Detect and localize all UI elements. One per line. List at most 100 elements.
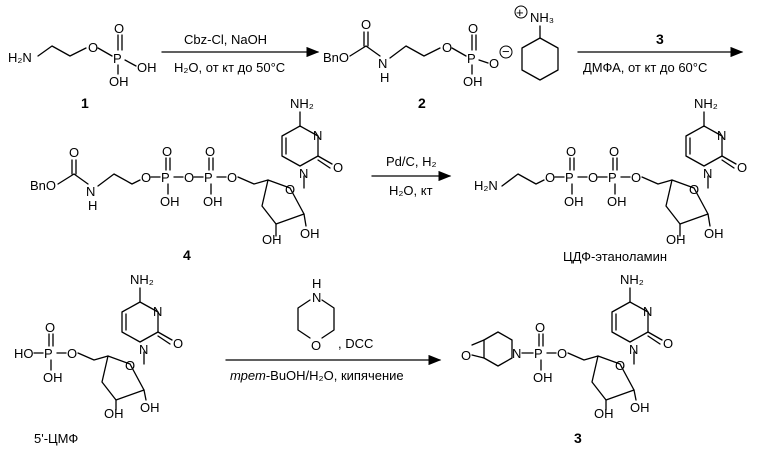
atom-label: NH₂ bbox=[290, 96, 314, 111]
atom-label: OH bbox=[137, 60, 157, 75]
compound-4-structure: BnO O N H O P O OH O P O OH O O OH OH N bbox=[30, 96, 343, 247]
arrow-1: Cbz-Cl, NaOH H₂O, от кт до 50°C bbox=[162, 32, 318, 75]
atom-label: OH bbox=[160, 194, 180, 209]
atom-label: OH bbox=[666, 232, 686, 247]
atom-label: H₂N bbox=[8, 50, 32, 65]
atom-label: P bbox=[113, 51, 122, 66]
atom-label: P bbox=[467, 51, 476, 66]
cdp-ethanolamine-caption: ЦДФ-этаноламин bbox=[563, 249, 667, 264]
atom-label: O bbox=[468, 21, 478, 36]
atom-label: OH bbox=[564, 194, 584, 209]
compound-2-structure: BnO O N H O P O O − OH + NH₃ bbox=[323, 5, 558, 89]
arrow-3-reagents: Pd/C, H₂ bbox=[386, 154, 437, 169]
atom-label: O bbox=[615, 358, 625, 373]
atom-label: N bbox=[629, 342, 638, 357]
atom-label: O bbox=[609, 144, 619, 159]
atom-label: P bbox=[204, 170, 213, 185]
atom-label: P bbox=[161, 170, 170, 185]
arrow-1-reagents: Cbz-Cl, NaOH bbox=[184, 32, 267, 47]
atom-label: O bbox=[588, 170, 598, 185]
cmp-structure: HO P O OH O O OH OH N N NH₂ O bbox=[14, 272, 183, 421]
compound-4-number: 4 bbox=[183, 247, 191, 263]
atom-label: O bbox=[162, 144, 172, 159]
atom-label: H₂N bbox=[474, 178, 498, 193]
atom-label: O bbox=[173, 336, 183, 351]
atom-label: N bbox=[86, 184, 95, 199]
atom-label: OH bbox=[607, 194, 627, 209]
atom-label: NH₃ bbox=[530, 10, 554, 25]
atom-label: OH bbox=[630, 400, 650, 415]
compound-1-number: 1 bbox=[81, 95, 89, 111]
atom-label: OH bbox=[533, 370, 553, 385]
atom-label: O bbox=[361, 17, 371, 32]
atom-label: P bbox=[44, 346, 53, 361]
atom-label: NH₂ bbox=[130, 272, 154, 287]
atom-label: O bbox=[285, 182, 295, 197]
atom-label: O bbox=[461, 348, 471, 363]
atom-label: O bbox=[114, 21, 124, 36]
atom-label: O bbox=[67, 346, 77, 361]
compound-3-structure: O N P O OH O O OH OH N N NH₂ O bbox=[461, 272, 673, 421]
arrow-4-conditions: трет-BuOH/H₂O, кипячение bbox=[230, 368, 404, 383]
arrow-3-conditions: H₂O, кт bbox=[389, 183, 433, 198]
atom-label: OH bbox=[463, 74, 483, 89]
atom-label: − bbox=[502, 44, 510, 59]
arrow-3: Pd/C, H₂ H₂O, кт bbox=[372, 154, 450, 198]
atom-label: OH bbox=[594, 406, 614, 421]
cmp-caption: 5'-ЦМФ bbox=[34, 431, 78, 446]
atom-label: NH₂ bbox=[620, 272, 644, 287]
atom-label: N bbox=[299, 166, 308, 181]
atom-label: O bbox=[88, 40, 98, 55]
atom-label: N bbox=[378, 56, 387, 71]
atom-label: O bbox=[125, 358, 135, 373]
atom-label: H bbox=[312, 276, 321, 291]
atom-label: OH bbox=[203, 194, 223, 209]
atom-label: OH bbox=[43, 370, 63, 385]
atom-label: N bbox=[703, 166, 712, 181]
atom-label: O bbox=[184, 170, 194, 185]
atom-label: N bbox=[643, 304, 652, 319]
atom-label: P bbox=[565, 170, 574, 185]
atom-label: O bbox=[631, 170, 641, 185]
atom-label: OH bbox=[104, 406, 124, 421]
atom-label: OH bbox=[109, 74, 129, 89]
atom-label: N bbox=[312, 290, 321, 305]
atom-label: N bbox=[512, 346, 521, 361]
atom-label: O bbox=[311, 338, 321, 353]
atom-label: N bbox=[139, 342, 148, 357]
atom-label: O bbox=[489, 56, 499, 71]
cdp-ethanolamine-structure: H₂N O P O OH O P O OH O O OH OH N N NH₂ … bbox=[474, 96, 747, 247]
atom-label: + bbox=[516, 5, 524, 20]
atom-label: O bbox=[545, 170, 555, 185]
compound-2-number: 2 bbox=[418, 95, 426, 111]
atom-label: OH bbox=[140, 400, 160, 415]
atom-label: O bbox=[333, 160, 343, 175]
atom-label: HO bbox=[14, 346, 34, 361]
atom-label: OH bbox=[704, 226, 724, 241]
atom-label: O bbox=[205, 144, 215, 159]
arrow-2: 3 ДМФА, от кт до 60°C bbox=[578, 31, 742, 75]
atom-label: O bbox=[737, 160, 747, 175]
atom-label: H bbox=[88, 198, 97, 213]
arrow-2-conditions: ДМФА, от кт до 60°C bbox=[583, 60, 707, 75]
atom-label: NH₂ bbox=[694, 96, 718, 111]
atom-label: O bbox=[141, 170, 151, 185]
compound-1-structure: H₂N O P O OH OH bbox=[8, 21, 157, 89]
atom-label: O bbox=[689, 182, 699, 197]
atom-label: O bbox=[566, 144, 576, 159]
atom-label: OH bbox=[300, 226, 320, 241]
arrow-1-conditions: H₂O, от кт до 50°C bbox=[174, 60, 285, 75]
compound-3-number: 3 bbox=[574, 430, 582, 446]
atom-label: O bbox=[69, 145, 79, 160]
atom-label: N bbox=[717, 128, 726, 143]
atom-label: P bbox=[534, 346, 543, 361]
arrow-4-reagents: , DCC bbox=[338, 336, 373, 351]
atom-label: H bbox=[380, 70, 389, 85]
atom-label: O bbox=[227, 170, 237, 185]
atom-label: OH bbox=[262, 232, 282, 247]
atom-label: O bbox=[442, 40, 452, 55]
atom-label: O bbox=[535, 320, 545, 335]
atom-label: O bbox=[557, 346, 567, 361]
atom-label: BnO bbox=[30, 178, 56, 193]
